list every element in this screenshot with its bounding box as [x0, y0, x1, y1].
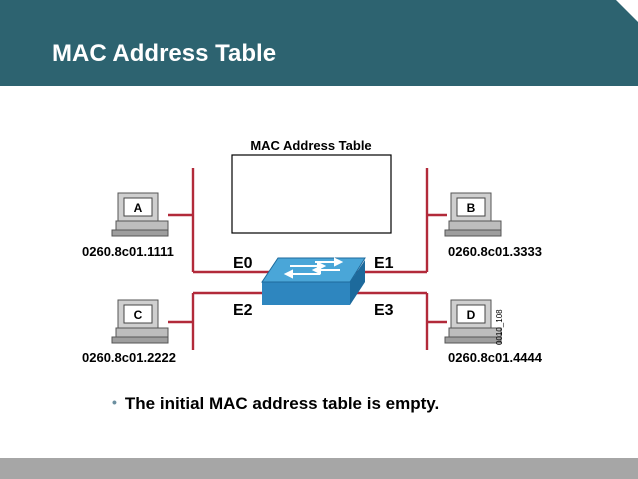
bullet-text: The initial MAC address table is empty. [124, 394, 440, 413]
host-d-label: D [467, 308, 476, 322]
slide-title: MAC Address Table [52, 40, 277, 67]
header-corner-notch [616, 0, 638, 22]
host-a-label: A [134, 201, 143, 215]
host-b-label: B [467, 201, 476, 215]
host-c-computer-icon: C [111, 299, 169, 344]
host-c-mac: 0260.8c01.2222 [82, 350, 176, 365]
bullet-dot-icon: • [112, 394, 117, 410]
port-label-e0: E0 [233, 255, 253, 272]
host-a-computer-icon: A [111, 192, 169, 237]
switch-icon [261, 257, 366, 305]
network-wires [168, 168, 447, 350]
port-label-e1: E1 [374, 255, 394, 272]
host-d-mac: 0260.8c01.4444 [448, 350, 543, 365]
host-b-mac: 0260.8c01.3333 [448, 244, 542, 259]
host-a-mac: 0260.8c01.1111 [82, 244, 174, 259]
mac-table-caption: MAC Address Table [250, 138, 371, 153]
port-label-e2: E2 [233, 302, 253, 319]
figure-id-label: 0010_108 [495, 309, 504, 345]
host-d-computer-icon: D [444, 299, 502, 344]
mac-table-box [231, 154, 392, 234]
host-b-computer-icon: B [444, 192, 502, 237]
slide-header: MAC Address Table [0, 0, 638, 86]
bullet-item: • The initial MAC address table is empty. [112, 394, 439, 414]
host-c-label: C [134, 308, 143, 322]
slide-footer-bar [0, 458, 638, 479]
port-label-e3: E3 [374, 302, 394, 319]
